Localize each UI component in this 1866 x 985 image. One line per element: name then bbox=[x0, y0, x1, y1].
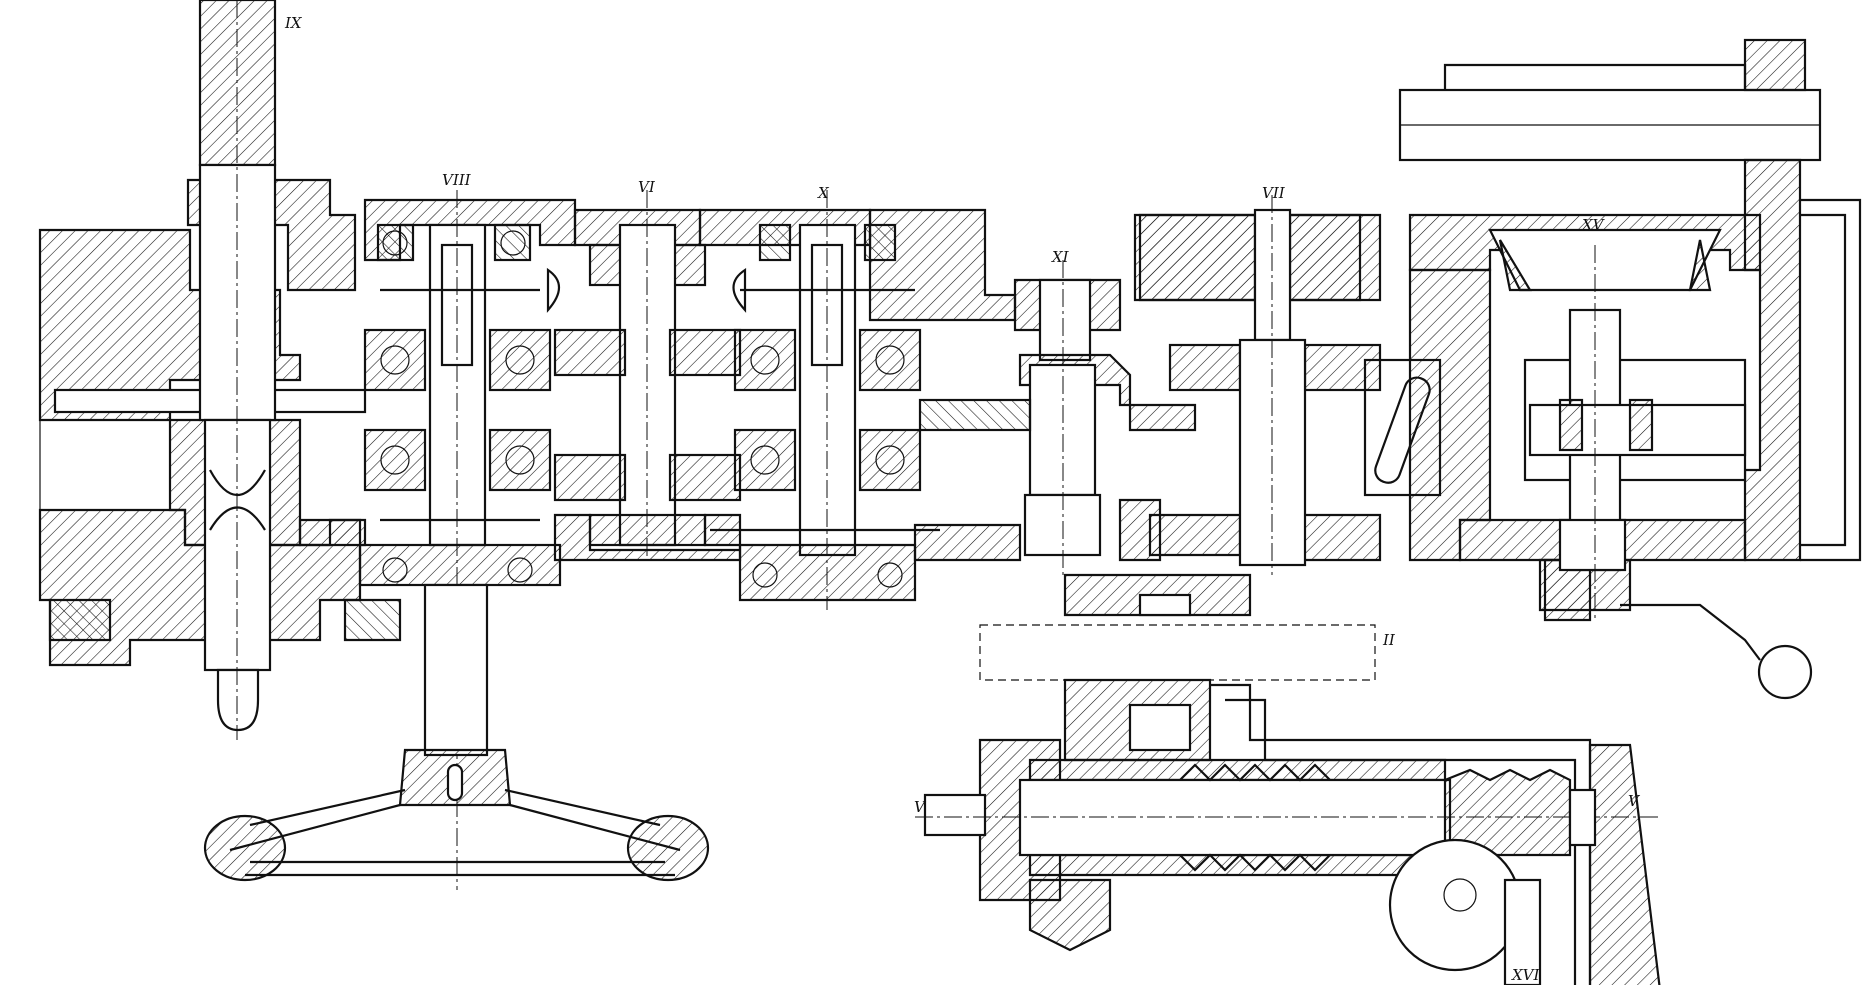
shaft-xi: XI bbox=[918, 248, 1197, 575]
label-xi: XI bbox=[1051, 248, 1070, 266]
label-v-left: V bbox=[914, 798, 927, 816]
label-x: X bbox=[817, 184, 830, 202]
label-xv: XV bbox=[1581, 216, 1606, 234]
label-v-right: V bbox=[1628, 792, 1641, 810]
shaft-viii-assembly: VIII bbox=[358, 171, 562, 890]
label-vii: VII bbox=[1262, 184, 1286, 202]
label-viii: VIII bbox=[442, 171, 472, 189]
gearbox-lower-wall bbox=[298, 498, 1382, 562]
shaft-ix: IX bbox=[198, 0, 303, 740]
right-housing: XV bbox=[1398, 38, 1862, 700]
handwheel-stand bbox=[203, 583, 710, 882]
label-xvi: XVI bbox=[1511, 966, 1541, 984]
feed-mechanism: II V V XVI bbox=[914, 573, 1661, 985]
label-vi: VI bbox=[638, 178, 656, 196]
label-ii: II bbox=[1382, 631, 1396, 649]
shaft-vii: VII bbox=[1138, 184, 1382, 575]
shaft-vi: VI bbox=[546, 178, 747, 560]
shaft-x-assembly: X bbox=[710, 184, 940, 610]
label-ix: IX bbox=[284, 14, 303, 32]
